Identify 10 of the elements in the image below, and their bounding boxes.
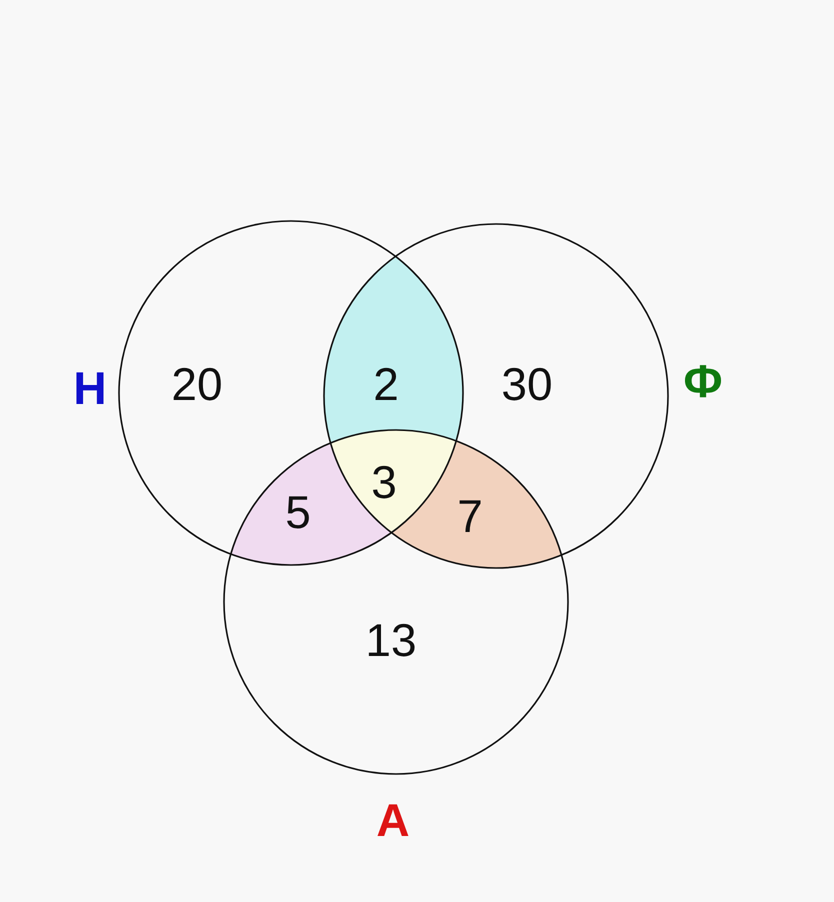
region-count: 2 bbox=[373, 361, 399, 407]
set-label: Ф bbox=[683, 358, 723, 404]
region-count: 13 bbox=[365, 617, 417, 663]
set-label: Н bbox=[73, 365, 107, 411]
region-count: 5 bbox=[285, 489, 311, 535]
region-count: 30 bbox=[501, 361, 553, 407]
region-count: 3 bbox=[371, 459, 397, 505]
region-count: 20 bbox=[171, 361, 223, 407]
region-count: 7 bbox=[457, 493, 483, 539]
set-label: А bbox=[376, 797, 410, 843]
